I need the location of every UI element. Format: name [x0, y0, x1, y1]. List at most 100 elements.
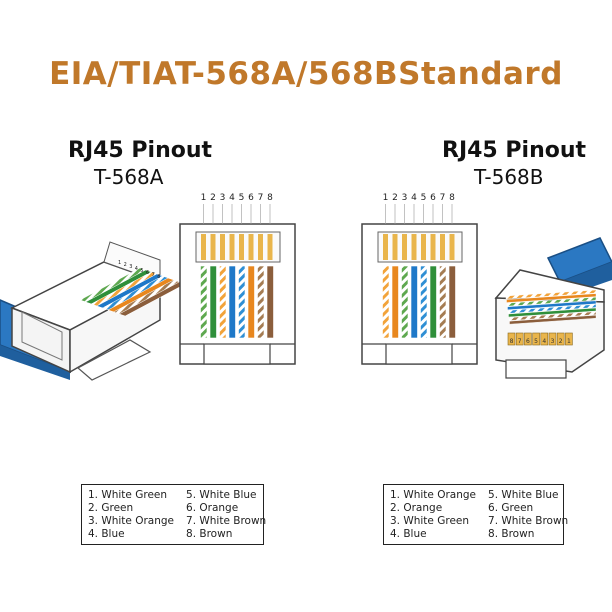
left-jack-wire-white-blue [238, 265, 246, 339]
left-jack-pin-number: 2 [210, 193, 216, 203]
left-plug-boot-inset [21, 311, 63, 361]
left-plug-pin-number: 4 [135, 266, 138, 272]
right-jack-wire-orange [391, 265, 399, 339]
right-jack-pin-number: 1 [383, 193, 389, 203]
right-plug-pin-number: 1 [567, 338, 571, 345]
page-title: EIA/TIAT-568A/568BStandard [49, 56, 563, 92]
right-jack-wire-white-green [401, 265, 409, 339]
right-legend-item: 1. White Orange [390, 489, 477, 501]
left-jack-pin-number: 8 [267, 193, 273, 203]
right-heading: RJ45 Pinout [442, 138, 587, 163]
right-legend-item: 7. White Brown [488, 515, 569, 527]
left-jack-wire-group [200, 234, 274, 339]
right-jack-wire-white-brown [439, 265, 447, 339]
left-jack-contact-pin-4 [229, 234, 235, 260]
right-jack-contact-pin-8 [449, 234, 455, 260]
left-jack-contact-pin-1 [201, 234, 206, 260]
right-plug-latch [505, 359, 567, 379]
left-jack-pin-number: 3 [220, 193, 226, 203]
right-plug-contact-pin [515, 332, 524, 346]
right-jack-contact-pin-4 [411, 234, 417, 260]
left-jack-wire-orange [247, 265, 255, 339]
right-plug-contact-pin [540, 332, 549, 346]
left-standard-label: T-568A [94, 165, 164, 189]
left-jack-contact-pin-3 [220, 234, 225, 260]
right-jack-latch-slot [385, 343, 453, 365]
right-plug-wire-white-orange [505, 289, 597, 300]
right-plug-contact-pin [532, 332, 540, 346]
left-legend-item: 6. Orange [186, 502, 239, 514]
right-jack-contact-pin-7 [440, 234, 445, 260]
right-plug-pin-number: 8 [510, 338, 514, 345]
left-jack-pin-number: 7 [258, 193, 264, 203]
right-plug-wire-green [508, 307, 597, 318]
left-jack-wire-white-green [200, 265, 208, 339]
left-plug-pin-number: 2 [124, 262, 127, 268]
left-cable-shadow [0, 345, 70, 380]
right-jack-wire-group [382, 234, 456, 339]
left-jack-wire-white-orange [219, 265, 227, 339]
right-plug-wire-group [505, 289, 597, 346]
right-legend-item: 6. Green [488, 502, 534, 514]
right-plug-pin-number: 2 [559, 338, 563, 345]
right-legend-item: 4. Blue [390, 528, 427, 540]
left-legend-item: 4. Blue [88, 528, 125, 540]
right-jack-pin-number: 5 [421, 193, 427, 203]
right-plug-pin-number: 6 [526, 338, 530, 345]
right-legend-item: 3. White Green [390, 515, 470, 527]
right-legend-item: 2. Orange [390, 502, 443, 514]
left-legend-item: 5. White Blue [186, 489, 257, 501]
left-legend-item: 7. White Brown [186, 515, 267, 527]
right-plug-wire-white-green [506, 296, 597, 307]
left-legend-item: 8. Brown [186, 528, 233, 540]
left-jack-wire-green [209, 265, 217, 339]
left-plug-pin-number: 3 [129, 264, 132, 270]
right-plug-pin-number: 4 [542, 338, 546, 345]
right-plug-contact-pin [524, 332, 532, 346]
right-jack-contact-pin-2 [392, 234, 398, 260]
right-jack-wire-green [429, 265, 437, 339]
left-jack-contact-pin-8 [267, 234, 273, 260]
right-plug-contact-pin [507, 332, 516, 346]
left-heading-block: RJ45 Pinout T-568A [68, 138, 228, 189]
right-plug-pin-number: 7 [518, 338, 522, 345]
right-plug-pin-number: 5 [534, 338, 538, 345]
right-jack-pin-number: 2 [392, 193, 398, 203]
right-plug-wire-blue [507, 300, 597, 311]
left-jack-wire-blue [228, 265, 236, 339]
left-jack-wire-white-brown [257, 265, 265, 339]
right-legend-item: 8. Brown [488, 528, 535, 540]
left-jack-contact-pin-7 [258, 234, 263, 260]
left-jack-contact-pin-2 [210, 234, 216, 260]
left-plug-pin-number: 7 [152, 272, 155, 278]
left-plug-pin-number: 8 [157, 274, 160, 280]
right-plug-wire-orange [506, 293, 597, 303]
left-heading: RJ45 Pinout [68, 138, 213, 163]
left-plug-wire-group [79, 267, 186, 317]
left-legend-item: 1. White Green [88, 489, 168, 501]
left-color-legend: 1. White Green 2. Green 3. White Orange … [81, 484, 267, 545]
left-jack-pin-number: 6 [248, 193, 254, 203]
left-legend-item: 3. White Orange [88, 515, 175, 527]
left-jack-pin-number: 5 [239, 193, 245, 203]
right-legend-item: 5. White Blue [488, 489, 559, 501]
right-jack-wire-brown [448, 265, 456, 339]
right-plug-contact-pin [565, 332, 573, 346]
right-jack-wire-white-orange [382, 265, 390, 339]
right-jack-wire-blue [410, 265, 418, 339]
right-plug-contact-pin [556, 332, 565, 346]
right-ethernet-cable [546, 237, 612, 283]
left-jack-contact-pin-6 [248, 234, 254, 260]
right-jack-pin-number: 8 [449, 193, 455, 203]
right-jack-pin-number: 7 [440, 193, 446, 203]
right-jack-contact-pin-1 [383, 234, 388, 260]
right-heading-block: RJ45 Pinout T-568B [442, 138, 602, 189]
right-standard-label: T-568B [474, 165, 544, 189]
